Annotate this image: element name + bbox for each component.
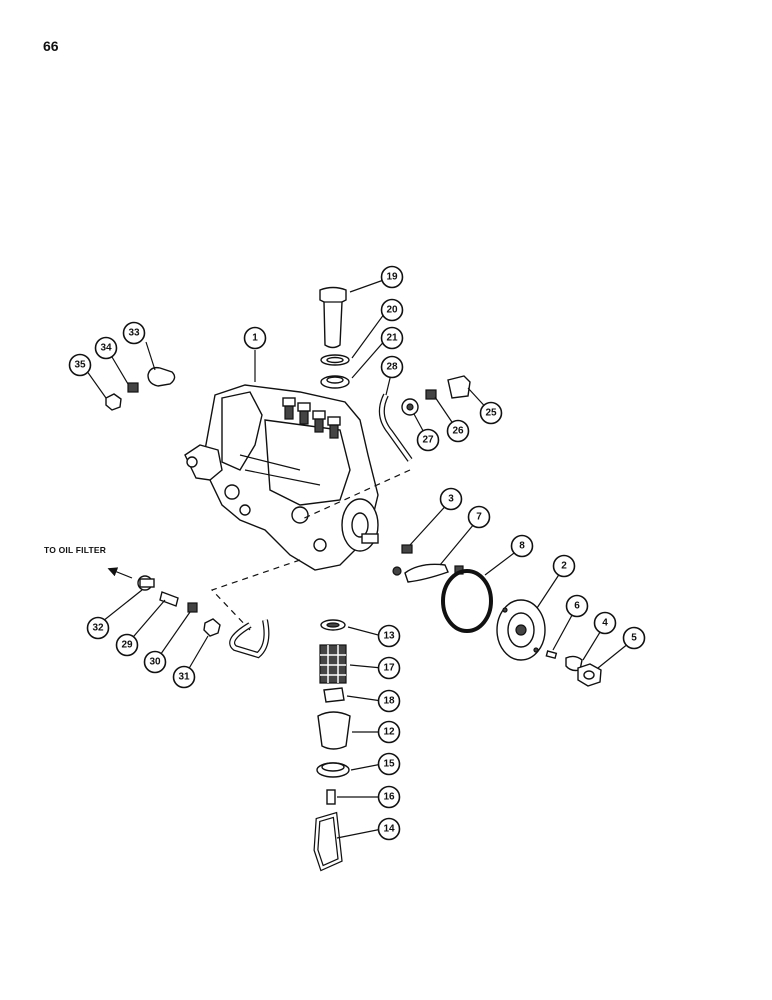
leader-lines	[83, 276, 635, 839]
svg-text:32: 32	[92, 623, 104, 634]
svg-text:6: 6	[574, 601, 580, 612]
svg-text:33: 33	[128, 328, 140, 339]
callout-17: 17	[377, 656, 401, 680]
callout-6: 6	[565, 594, 589, 618]
svg-text:18: 18	[383, 696, 395, 707]
callout-34: 34	[94, 336, 118, 360]
callout-5: 5	[622, 626, 646, 650]
svg-text:35: 35	[74, 360, 86, 371]
callout-7: 7	[467, 505, 491, 529]
callout-15: 15	[377, 752, 401, 776]
callout-12: 12	[377, 720, 401, 744]
callout-8: 8	[510, 534, 534, 558]
callout-18: 18	[377, 689, 401, 713]
svg-text:15: 15	[383, 759, 395, 770]
svg-text:21: 21	[386, 333, 398, 344]
callout-13: 13	[377, 624, 401, 648]
callout-27: 27	[416, 428, 440, 452]
oil-filter-fittings	[107, 567, 221, 637]
oil-filter-label: TO OIL FILTER	[44, 545, 107, 555]
callout-3: 3	[439, 487, 463, 511]
svg-text:30: 30	[149, 657, 161, 668]
svg-text:28: 28	[386, 362, 398, 373]
callout-33: 33	[122, 321, 146, 345]
svg-text:26: 26	[452, 426, 464, 437]
callout-30: 30	[143, 650, 167, 674]
svg-text:16: 16	[383, 792, 395, 803]
callout-25: 25	[479, 401, 503, 425]
svg-text:19: 19	[386, 272, 398, 283]
page-number: 66	[43, 38, 59, 54]
callout-21: 21	[380, 326, 404, 350]
svg-text:4: 4	[602, 618, 608, 629]
svg-text:8: 8	[519, 541, 525, 552]
svg-text:7: 7	[476, 512, 482, 523]
callout-26: 26	[446, 419, 470, 443]
svg-text:29: 29	[121, 640, 133, 651]
callout-32: 32	[86, 616, 110, 640]
svg-text:25: 25	[485, 408, 497, 419]
callout-29: 29	[115, 633, 139, 657]
callout-16: 16	[377, 785, 401, 809]
callout-2: 2	[552, 554, 576, 578]
svg-text:14: 14	[383, 824, 395, 835]
svg-text:34: 34	[100, 343, 112, 354]
sediment-bowl-parts	[319, 286, 350, 389]
callout-19: 19	[380, 265, 404, 289]
injection-pump-assembly	[184, 384, 379, 571]
callout-4: 4	[593, 611, 617, 635]
svg-text:27: 27	[422, 435, 434, 446]
banjo-fitting-parts	[105, 366, 176, 411]
svg-text:31: 31	[178, 672, 190, 683]
callout-20: 20	[380, 298, 404, 322]
callout-35: 35	[68, 353, 92, 377]
svg-text:1: 1	[252, 333, 258, 344]
filter-bowl-parts	[313, 619, 351, 872]
fuel-feed-line	[210, 469, 411, 659]
svg-text:3: 3	[448, 494, 454, 505]
callout-14: 14	[377, 817, 401, 841]
drive-cover-parts	[392, 544, 602, 687]
svg-text:2: 2	[561, 561, 567, 572]
fuel-return-line	[378, 393, 413, 462]
svg-text:12: 12	[383, 727, 395, 738]
callout-28: 28	[380, 355, 404, 379]
callout-1: 1	[243, 326, 267, 350]
svg-text:20: 20	[386, 305, 398, 316]
svg-text:17: 17	[383, 663, 395, 674]
outlet-fitting-parts	[401, 375, 471, 416]
callout-31: 31	[172, 665, 196, 689]
svg-text:13: 13	[383, 631, 395, 642]
svg-text:5: 5	[631, 633, 637, 644]
